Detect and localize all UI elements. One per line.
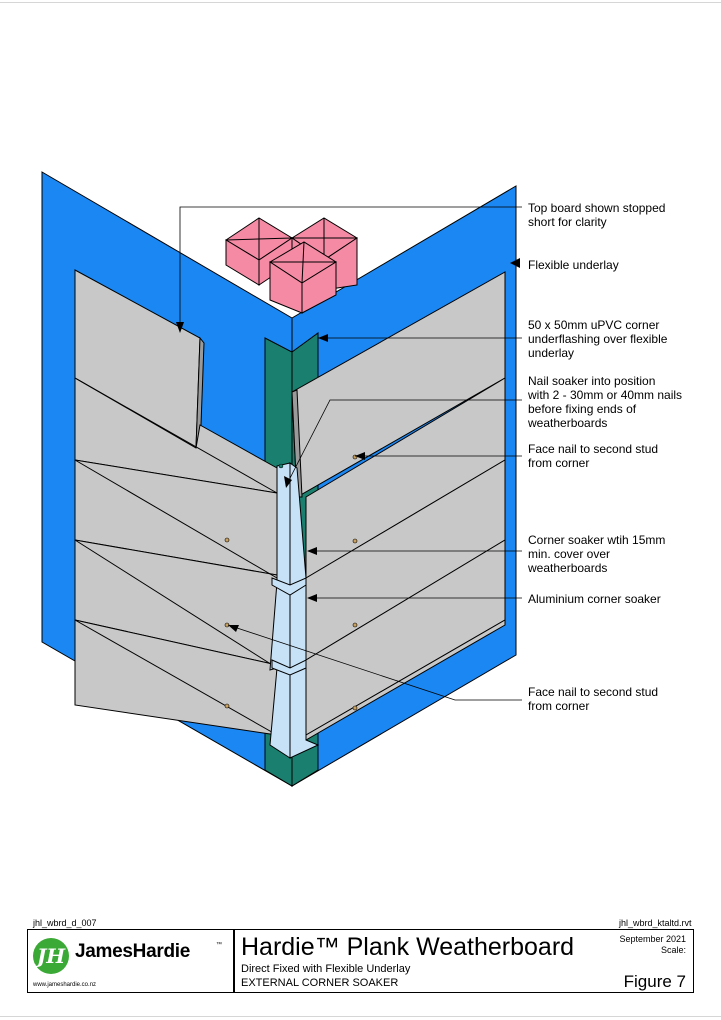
drawing-subtitle: Direct Fixed with Flexible Underlay (241, 963, 411, 975)
callout-top-board: Top board shown stopped short for clarit… (528, 201, 666, 229)
title-block: JH JamesHardie ™ www.jameshardie.co.nz H… (27, 929, 694, 993)
callout-face-nail-upper: Face nail to second stud from corner (528, 442, 659, 470)
callout-upvc-underflashing: 50 x 50mm uPVC corner underflashing over… (528, 318, 668, 360)
drawing-title: Hardie™ Plank Weatherboard (241, 933, 575, 961)
drawing-reference: jhl_wbrd_d_007 (33, 918, 97, 928)
file-reference: jhl_wbrd_ktaltd.rvt (619, 918, 692, 928)
callout-face-nail-lower: Face nail to second stud from corner (528, 685, 659, 713)
face-nails (224, 454, 358, 711)
drawing-detail-name: EXTERNAL CORNER SOAKER (241, 977, 399, 989)
callout-corner-soaker-cover: Corner soaker wtih 15mm min. cover over … (528, 533, 666, 575)
drawing-date: September 2021 (619, 934, 686, 944)
drawing-scale: Scale: (660, 945, 686, 955)
callout-flexible-underlay: Flexible underlay (528, 258, 619, 272)
callout-nail-soaker: Nail soaker into position with 2 - 30mm … (528, 374, 683, 430)
title-block-divider (233, 930, 235, 992)
aluminium-corner-soaker (269, 462, 320, 759)
leader-arrowheads (176, 258, 520, 632)
callout-aluminium-soaker: Aluminium corner soaker (528, 592, 661, 606)
soaker-nail (278, 463, 284, 469)
website-link[interactable]: www.jameshardie.co.nz (33, 982, 97, 988)
logo-trademark: ™ (216, 942, 222, 948)
figure-number: Figure 7 (623, 972, 686, 991)
top-rule (0, 2, 721, 3)
bottom-rule (0, 1016, 721, 1017)
jameshardie-logo-icon: JH (33, 938, 69, 974)
logo-text: JamesHardie (75, 941, 190, 962)
weatherboards-right (291, 271, 506, 741)
timber-stud-front (269, 241, 337, 314)
leader-lines (179, 206, 522, 701)
